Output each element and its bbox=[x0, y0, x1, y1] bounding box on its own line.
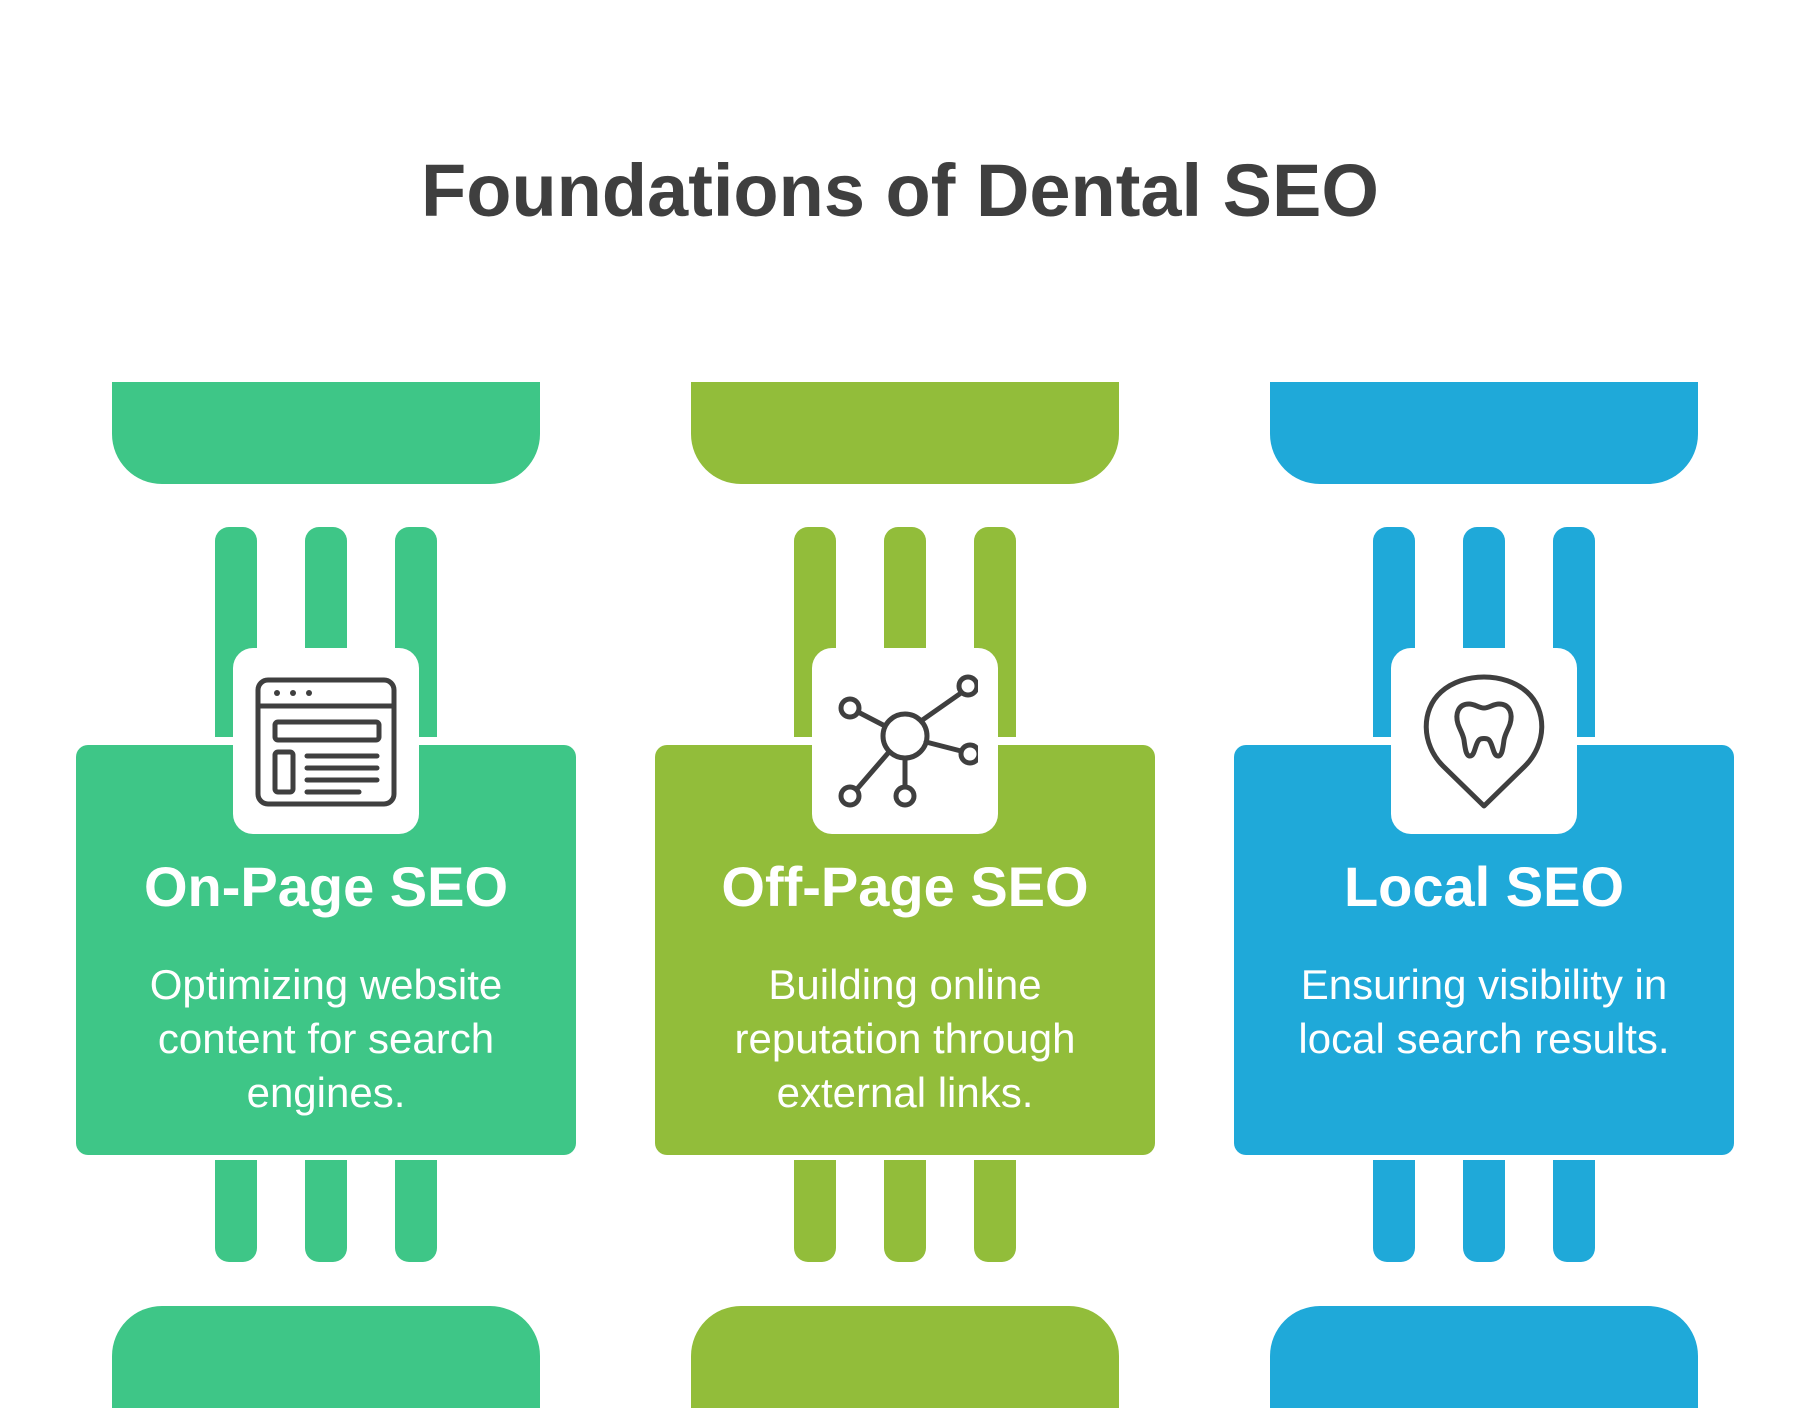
pillar-description: Building online reputation through exter… bbox=[734, 961, 1076, 1116]
pillar-on-page-seo: On-Page SEO Optimizing website content f… bbox=[76, 0, 576, 1428]
pillar-rod bbox=[794, 1160, 836, 1262]
pillar-heading: Local SEO bbox=[1343, 855, 1625, 918]
pillar-cap-bottom bbox=[112, 1306, 540, 1408]
pillar-cap-top bbox=[1270, 382, 1698, 484]
tooth-location-pin-icon bbox=[1391, 648, 1577, 834]
pillar-rod bbox=[1553, 1160, 1595, 1262]
pillar-rod bbox=[395, 1160, 437, 1262]
pillar-off-page-seo: Off-Page SEO Building online reputation … bbox=[655, 0, 1155, 1428]
network-links-icon bbox=[812, 648, 998, 834]
pillar-rod bbox=[974, 1160, 1016, 1262]
pillar-rod bbox=[1463, 1160, 1505, 1262]
pillar-description: Ensuring visibility in local search resu… bbox=[1298, 961, 1670, 1062]
pillar-cap-top bbox=[691, 382, 1119, 484]
pillar-heading: On-Page SEO bbox=[143, 855, 509, 918]
pillar-rod bbox=[1373, 1160, 1415, 1262]
pillar-cap-bottom bbox=[691, 1306, 1119, 1408]
page-title: Foundations of Dental SEO bbox=[421, 149, 1379, 232]
pillar-heading: Off-Page SEO bbox=[721, 855, 1089, 918]
pillar-local-seo: Local SEO Ensuring visibility in local s… bbox=[1234, 0, 1734, 1428]
pillar-rod bbox=[215, 1160, 257, 1262]
pillar-cap-top bbox=[112, 382, 540, 484]
pillar-description: Optimizing website content for search en… bbox=[149, 961, 503, 1116]
pillar-rod bbox=[884, 1160, 926, 1262]
web-page-icon bbox=[233, 648, 419, 834]
pillar-rod bbox=[305, 1160, 347, 1262]
pillar-cap-bottom bbox=[1270, 1306, 1698, 1408]
